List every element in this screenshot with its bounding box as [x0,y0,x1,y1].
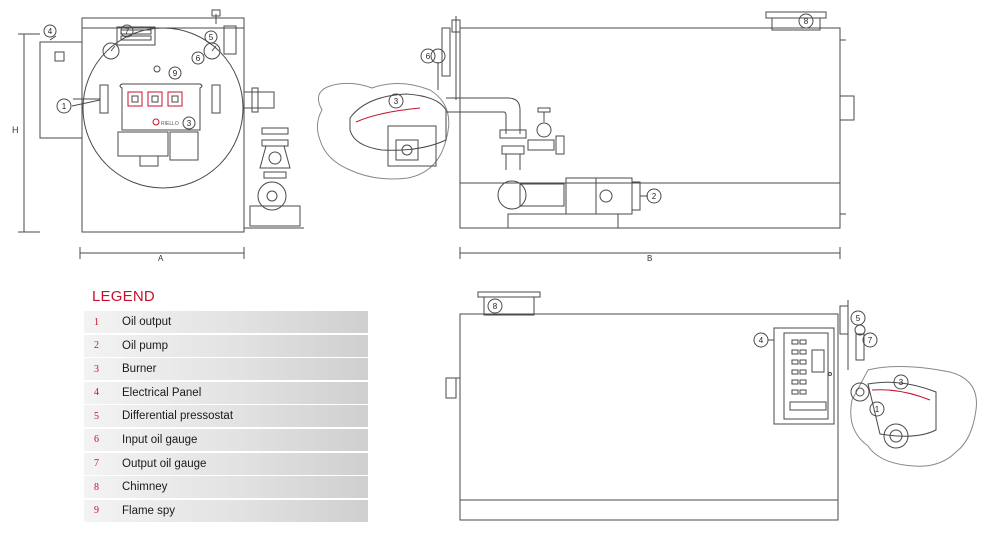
callout-circle [191,51,205,65]
legend-item-label: Oil pump [122,339,169,352]
side-burner-body [349,93,447,151]
legend-item-label: Burner [122,363,157,376]
callout-label: 4 [48,27,53,36]
legend: LEGEND 1 Oil output 2 Oil pump 3 Burner … [84,288,368,523]
side-tank [459,27,841,229]
front-electrical-panel [39,41,83,139]
callout-circle [487,298,503,314]
rear-electrical-panel [773,327,835,425]
callout-circle [388,93,404,109]
legend-item: 7 Output oil gauge [84,452,368,475]
front-input-gauge [102,42,120,60]
rear-burner-body [867,381,937,437]
legend-item-number: 2 [94,340,99,352]
legend-item-number: 5 [94,410,99,422]
callout-circle [43,24,57,38]
height-label: H [12,125,19,135]
legend-item-label: Chimney [122,481,168,494]
callout-label: 6 [426,52,431,61]
callout-label: 5 [856,314,861,323]
legend-item: 3 Burner [84,358,368,381]
legend-item-number: 6 [94,434,99,446]
front-pump-assembly [244,127,304,229]
legend-item-label: Differential pressostat [122,410,234,423]
legend-item-number: 9 [94,505,99,517]
rear-tank [459,313,839,521]
legend-item: 8 Chimney [84,476,368,499]
legend-item-label: Flame spy [122,504,176,517]
callout-circle [893,374,909,390]
callout-circle [56,98,72,114]
callout-label: 6 [196,54,201,63]
legend-item-number: 3 [94,363,99,375]
callout-label: 5 [209,33,214,42]
callout-label: 2 [652,192,657,201]
callout-circle [869,401,885,417]
callout-label: 4 [759,336,764,345]
callout-label: 1 [62,102,67,111]
callout-label: 3 [394,97,399,106]
callout-label: 9 [173,69,178,78]
legend-item: 5 Differential pressostat [84,405,368,428]
legend-item: 4 Electrical Panel [84,381,368,404]
rear-burner-outline [850,365,977,467]
rear-view: 8 4 5 7 3 1 [445,291,977,521]
front-boiler-door [82,27,244,189]
front-callouts: 4 1 7 5 6 9 3 [43,24,218,130]
legend-item: 2 Oil pump [84,334,368,357]
side-callouts: 6 3 2 8 [388,13,814,204]
legend-item-number: 7 [94,458,99,470]
rear-callouts: 8 4 5 7 3 1 [487,298,909,417]
height-dimension: H [12,33,40,233]
callout-circle [646,188,662,204]
legend-item-label: Oil output [122,316,172,328]
callout-label: 7 [125,27,130,36]
callout-label: 3 [899,378,904,387]
legend-item-label: Input oil gauge [122,433,198,446]
callout-circle [798,13,814,29]
width-label: A [158,254,164,263]
side-pump-motor [497,177,644,229]
length-dimension: B [459,247,841,263]
callout-circle [850,310,866,326]
side-oil-pipe [446,97,521,134]
callout-circle [204,30,218,44]
callout-label: 8 [493,302,498,311]
front-burner-body [119,83,203,131]
side-view: B 6 3 2 8 [316,11,855,263]
callout-label: 3 [187,119,192,128]
legend-item-label: Output oil gauge [122,457,207,470]
callout-circle [182,116,196,130]
callout-circle [120,24,134,38]
callout-circle [753,332,769,348]
legend-title: LEGEND [92,288,155,305]
legend-item: 1 Oil output [84,311,368,333]
length-label: B [647,254,652,263]
front-view: H RIEL [12,9,304,263]
callout-label: 7 [868,336,873,345]
callout-circle [862,332,878,348]
callout-circle [420,48,436,64]
legend-item: 6 Input oil gauge [84,428,368,451]
legend-item-number: 1 [94,316,99,328]
legend-item-number: 8 [94,481,99,493]
callout-circle [168,66,182,80]
callout-label: 1 [875,405,880,414]
legend-item-number: 4 [94,387,99,399]
legend-item-label: Electrical Panel [122,386,202,399]
legend-item: 9 Flame spy [84,499,368,522]
burner-brand-label: RIELLO [161,121,179,127]
width-dimension: A [79,247,245,263]
callout-label: 8 [804,17,809,26]
